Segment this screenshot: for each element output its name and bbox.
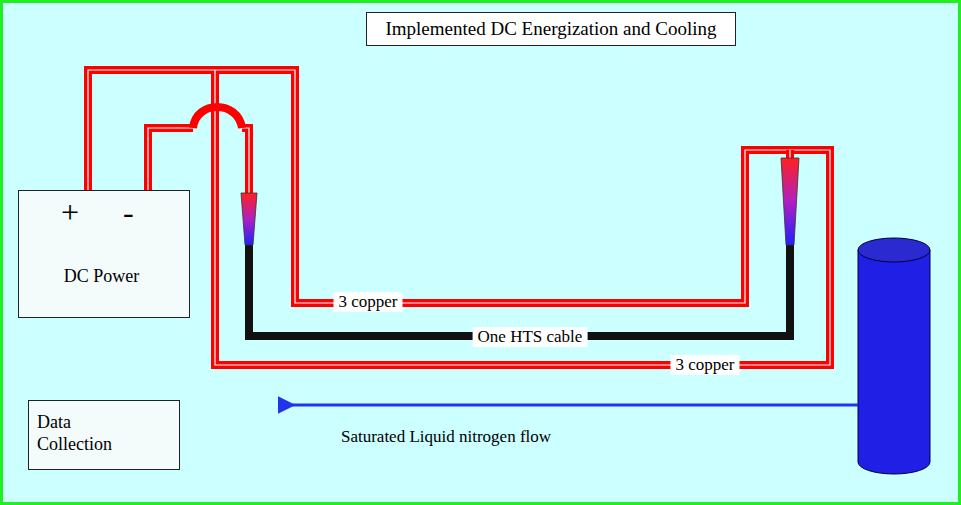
wire-highlight: [242, 128, 249, 193]
wires: [88, 70, 830, 365]
cylinder: [858, 238, 930, 474]
wire-highlight: [88, 70, 830, 365]
text-run: DC Power: [64, 265, 140, 287]
terminal-sign: +: [61, 193, 79, 231]
copper-wire: [88, 70, 830, 365]
cable-label: One HTS cable: [473, 327, 588, 347]
flow-label: Saturated Liquid nitrogen flow: [336, 427, 556, 447]
wire-label: 3 copper: [670, 355, 739, 375]
box-label: Data Collection: [37, 411, 147, 455]
title-box: Implemented DC Energization and Cooling: [366, 12, 736, 46]
copper-wire: [242, 128, 249, 193]
box-label: DC Power: [19, 265, 184, 287]
power-supply-box: + - DC Power: [18, 190, 190, 318]
wire-highlight: [789, 150, 790, 158]
wire-hop: [193, 107, 242, 128]
data-collection-box: Data Collection: [28, 400, 180, 470]
hts-cable: [249, 245, 790, 336]
flow-arrow: [292, 404, 858, 407]
wire-label: 3 copper: [333, 292, 402, 312]
terminal-sign: -: [123, 193, 134, 231]
cable-connector: [241, 158, 799, 245]
copper-wire: [786, 150, 794, 158]
